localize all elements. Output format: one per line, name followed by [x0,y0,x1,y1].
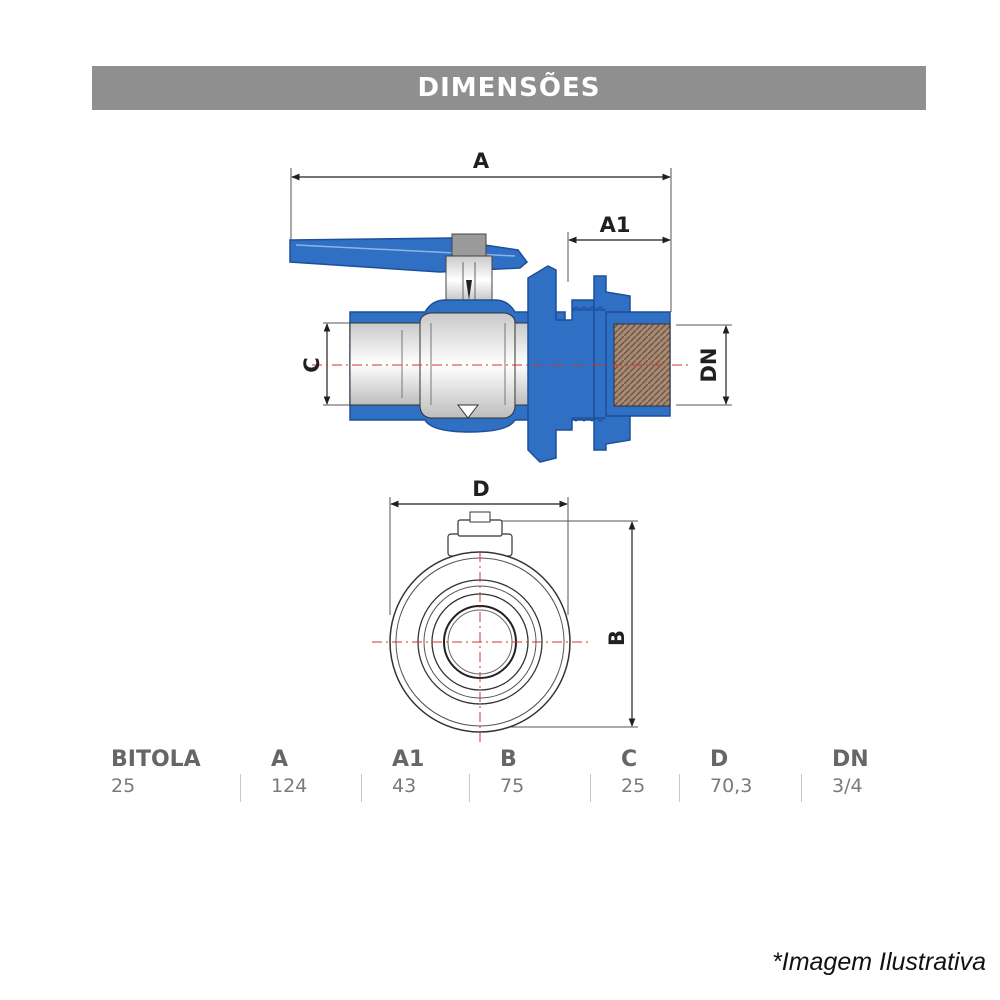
table-col-c: C 25 [621,746,645,798]
table-value: 43 [392,775,417,797]
header-banner: DIMENSÕES [92,66,926,110]
table-divider [469,774,470,802]
table-value: 70,3 [710,775,753,797]
table-header: DN [832,747,869,772]
table-col-a1: A1 43 [392,746,424,798]
label-a1: A1 [600,213,631,237]
footnote-text: *Imagem Ilustrativa [772,948,986,976]
table-divider [590,774,591,802]
table-divider [679,774,680,802]
table-divider [801,774,802,802]
label-b: B [605,630,629,646]
label-d: D [472,477,489,501]
table-divider [240,774,241,802]
table-value: 25 [111,775,136,797]
table-value: 75 [500,775,525,797]
front-view: D B [372,477,638,742]
table-value: 3/4 [832,775,863,797]
table-header: C [621,747,638,772]
table-col-dn: DN 3/4 [832,746,869,798]
table-value: 25 [621,775,646,797]
label-dn: DN [697,347,721,382]
table-divider [361,774,362,802]
table-col-d: D 70,3 [710,746,752,798]
table-header: A1 [392,747,425,772]
table-header: B [500,747,517,772]
page-title: DIMENSÕES [417,73,601,103]
label-c: C [300,357,324,372]
side-view: A A1 C DN [289,149,732,463]
table-header: D [710,747,729,772]
label-a: A [473,149,490,173]
dimensions-table: BITOLA 25 A 124 A1 43 B 75 C 25 D 70,3 D… [0,746,1000,806]
table-header: A [271,747,289,772]
table-col-b: B 75 [500,746,524,798]
table-header: BITOLA [111,747,201,772]
table-value: 124 [271,775,308,797]
table-col-a: A 124 [271,746,307,798]
table-col-bitola: BITOLA 25 [111,746,201,798]
